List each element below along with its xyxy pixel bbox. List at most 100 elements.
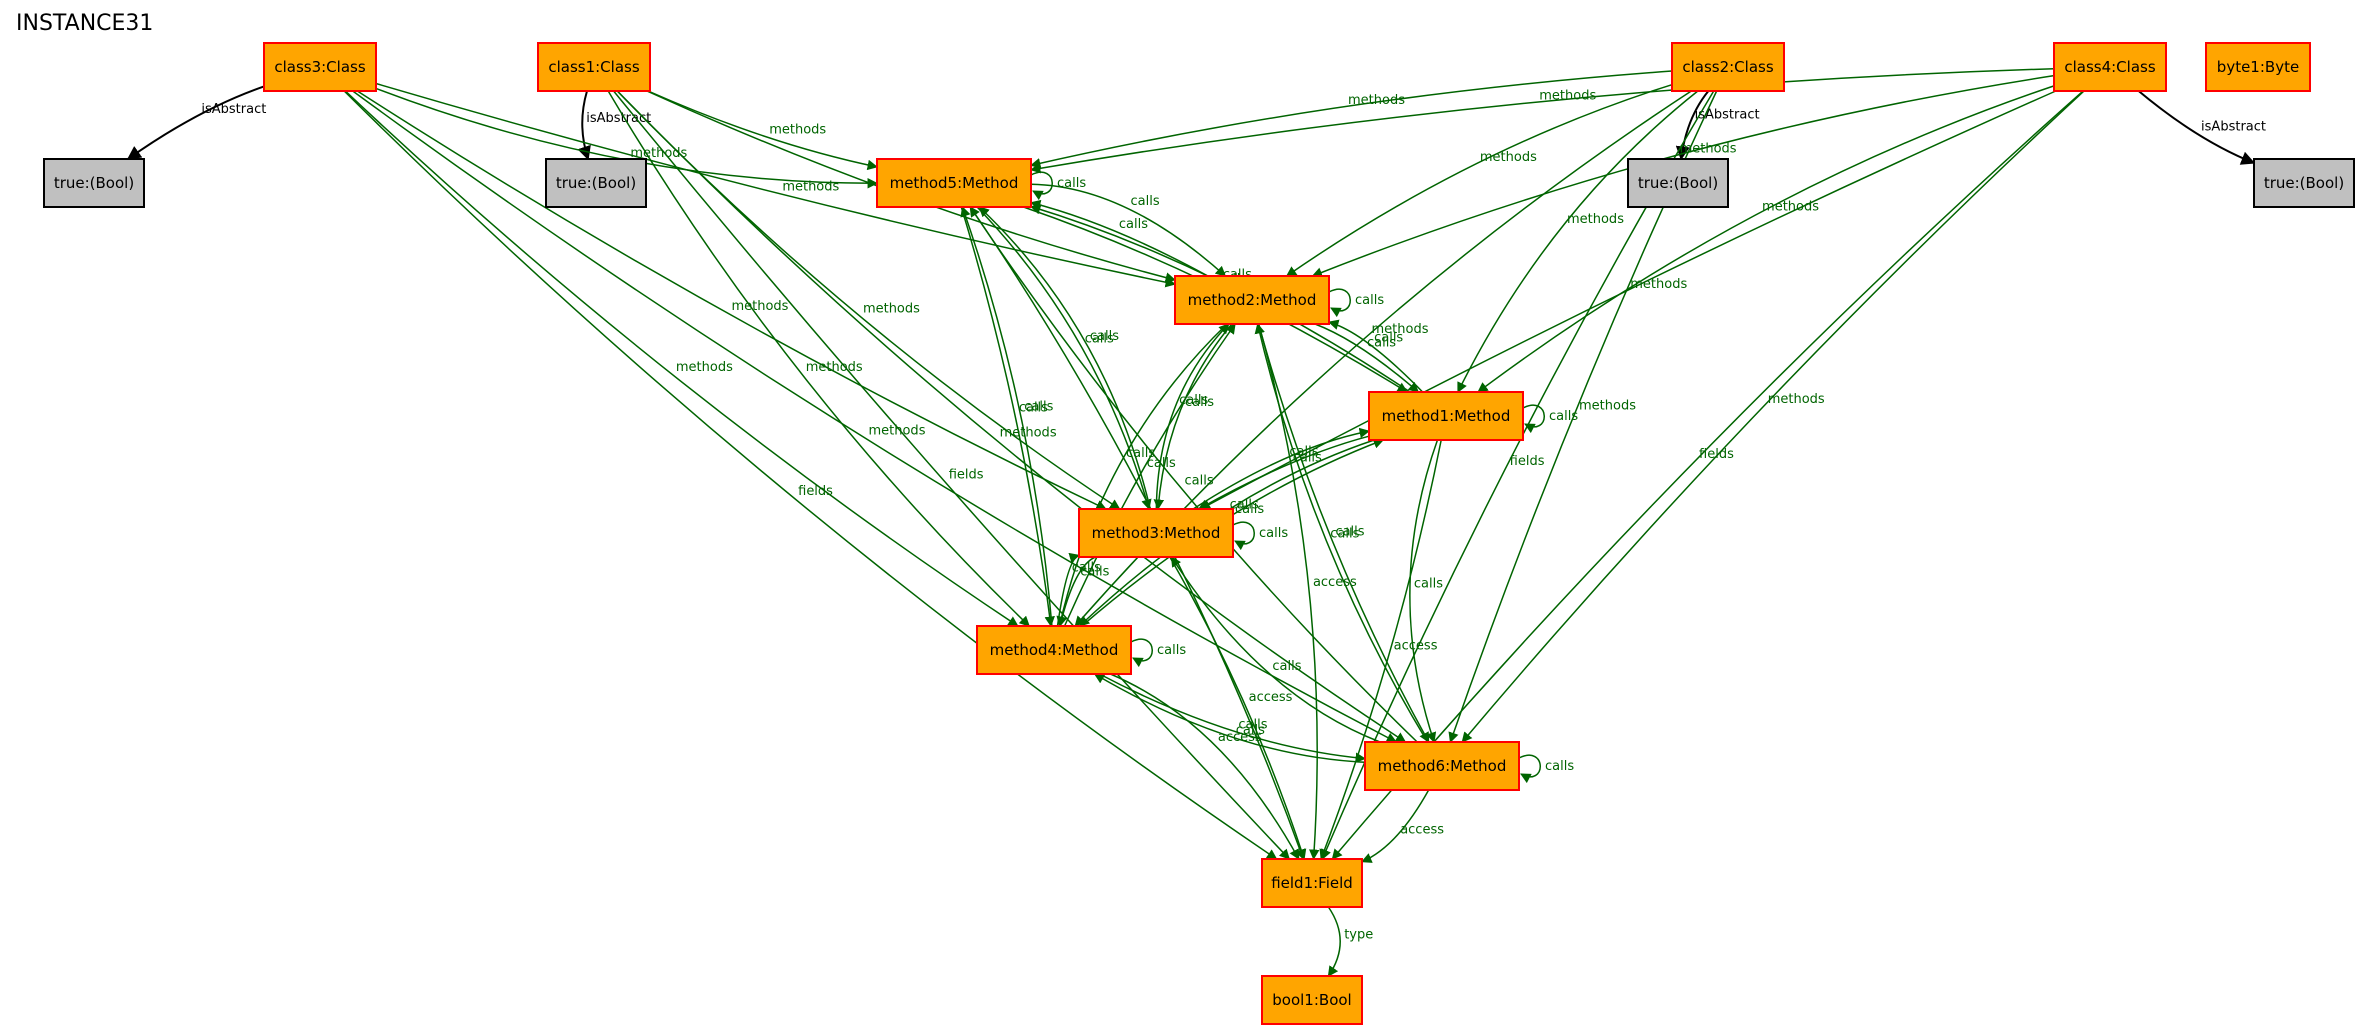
edge-line bbox=[1314, 323, 1420, 393]
edge-line bbox=[1029, 70, 1673, 169]
edge-label: methods bbox=[676, 360, 733, 375]
edge-line bbox=[1285, 83, 1673, 277]
node-box bbox=[1627, 158, 1729, 208]
edge-line bbox=[375, 82, 1177, 288]
node-label: class1:Class bbox=[548, 58, 639, 76]
edge-class3-method6: methods bbox=[352, 90, 1398, 743]
edge-class4-method2: methods bbox=[1311, 74, 2055, 278]
edge-label: calls bbox=[1019, 400, 1048, 415]
edge-label: methods bbox=[769, 122, 826, 137]
node-box bbox=[1671, 42, 1785, 92]
node-label: method6:Method bbox=[1378, 757, 1507, 775]
edge-line bbox=[1518, 754, 1541, 784]
edge-method4-method4: calls bbox=[1130, 638, 1186, 668]
edge-label: calls bbox=[1090, 329, 1119, 344]
edge-line bbox=[1030, 171, 1053, 201]
edge-class2-method2: methods bbox=[1285, 83, 1673, 277]
edge-method2-method3: calls bbox=[1153, 323, 1233, 511]
edge-line bbox=[1029, 68, 2055, 174]
edge-line bbox=[1327, 319, 1424, 393]
edge-line bbox=[352, 90, 1398, 743]
edge-label: calls bbox=[1184, 473, 1213, 488]
edge-line bbox=[1057, 556, 1096, 628]
edge-method6-method3: calls bbox=[1170, 556, 1381, 743]
edge-field1-bool1: type bbox=[1327, 906, 1373, 977]
edge-line bbox=[978, 206, 1151, 510]
node-byte1: byte1:Byte bbox=[2205, 42, 2311, 92]
edge-class3-method2: methods bbox=[375, 82, 1177, 288]
edge-line bbox=[1409, 439, 1439, 743]
node-box bbox=[1261, 858, 1363, 908]
edge-label: calls bbox=[1545, 759, 1574, 774]
edge-line bbox=[1110, 673, 1300, 860]
node-label: method5:Method bbox=[890, 174, 1019, 192]
edge-line bbox=[969, 206, 1418, 743]
edge-line bbox=[960, 206, 1055, 628]
node-label: class4:Class bbox=[2064, 58, 2155, 76]
edge-line bbox=[1192, 427, 1371, 510]
edge-class1-true1: isAbstract bbox=[577, 90, 651, 161]
edge-line bbox=[1461, 90, 2085, 743]
edge-line bbox=[577, 90, 591, 161]
edge-line bbox=[1457, 90, 1699, 393]
node-true3: true:(Bool) bbox=[43, 158, 145, 208]
node-box bbox=[263, 42, 377, 92]
edge-class2-method1: methods bbox=[1457, 90, 1699, 393]
edge-line bbox=[1169, 556, 1307, 860]
edge-label: methods bbox=[1762, 200, 1819, 215]
edge-class4-true4: isAbstract bbox=[2138, 90, 2266, 165]
edge-label: methods bbox=[868, 424, 925, 439]
edge-label: calls bbox=[1185, 395, 1214, 410]
edge-label: isAbstract bbox=[201, 102, 266, 117]
edge-line bbox=[1319, 439, 1442, 860]
edge-label: isAbstract bbox=[2201, 120, 2266, 135]
edge-line bbox=[1099, 673, 1367, 763]
edge-label: methods bbox=[1768, 392, 1825, 407]
edge-label: access bbox=[1218, 730, 1262, 745]
edge-label: methods bbox=[1680, 142, 1737, 157]
node-method4: method4:Method bbox=[976, 625, 1132, 675]
node-true1: true:(Bool) bbox=[545, 158, 647, 208]
edge-line bbox=[613, 90, 1290, 860]
edge-method2-method2: calls bbox=[1328, 288, 1384, 318]
edge-class3-field1: fields bbox=[343, 90, 1278, 860]
edge-method4-method5: calls bbox=[960, 206, 1054, 627]
edge-label: methods bbox=[1372, 322, 1429, 337]
edge-label: methods bbox=[1579, 399, 1636, 414]
node-box bbox=[2053, 42, 2167, 92]
edge-label: calls bbox=[1289, 444, 1318, 459]
node-box bbox=[1261, 975, 1363, 1025]
node-field1: field1:Field bbox=[1261, 858, 1363, 908]
edge-method1-method3: calls bbox=[1197, 435, 1370, 510]
edge-line bbox=[1361, 789, 1430, 863]
edge-line bbox=[343, 90, 1278, 860]
node-class3: class3:Class bbox=[263, 42, 377, 92]
edge-label: calls bbox=[1235, 502, 1264, 517]
node-class4: class4:Class bbox=[2053, 42, 2167, 92]
edge-line bbox=[1029, 199, 1209, 277]
edge-label: methods bbox=[1480, 150, 1537, 165]
node-label: true:(Bool) bbox=[54, 174, 134, 192]
edge-method3-method5: calls bbox=[978, 206, 1151, 510]
edge-line bbox=[1522, 404, 1545, 434]
edge-class1-method3: methods bbox=[616, 90, 1121, 510]
edge-label: calls bbox=[1131, 194, 1160, 209]
node-box bbox=[43, 158, 145, 208]
edge-label: fields bbox=[1699, 447, 1734, 462]
edge-line bbox=[1056, 323, 1228, 628]
edge-label: calls bbox=[1157, 643, 1186, 658]
node-label: byte1:Byte bbox=[2217, 58, 2299, 76]
edge-line bbox=[1063, 323, 1236, 627]
edge-label: calls bbox=[1335, 525, 1364, 540]
diagram-title: INSTANCE31 bbox=[16, 11, 153, 36]
edge-label: calls bbox=[1549, 409, 1578, 424]
edge-line bbox=[960, 206, 1053, 627]
edge-line bbox=[1093, 673, 1366, 764]
edge-label: calls bbox=[1414, 577, 1443, 592]
edge-label: calls bbox=[1147, 456, 1176, 471]
edge-label: methods bbox=[782, 179, 839, 194]
edge-label: calls bbox=[1367, 335, 1396, 350]
edge-label: fields bbox=[1510, 454, 1545, 469]
edge-line bbox=[616, 90, 1407, 743]
edge-label: isAbstract bbox=[586, 111, 651, 126]
